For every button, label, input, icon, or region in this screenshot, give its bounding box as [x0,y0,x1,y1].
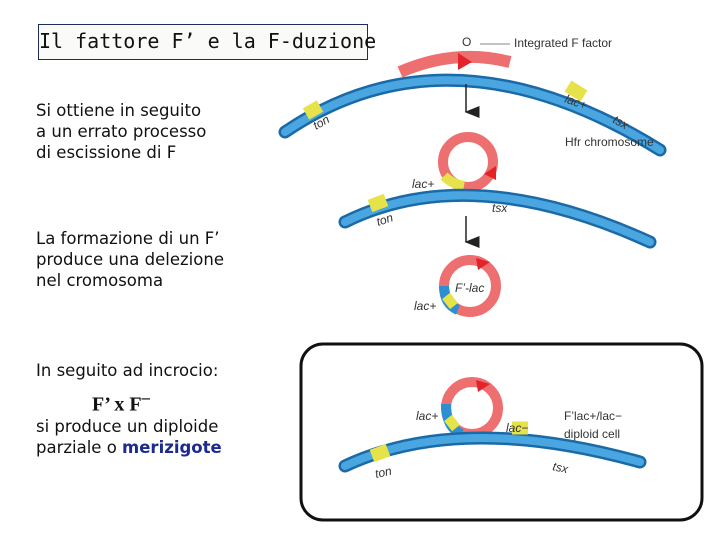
diploid-cell-label: diploid cell [564,427,620,441]
excision-loop [438,132,498,192]
paragraph-excision: Si ottiene in seguito a un errato proces… [36,101,207,162]
tsx-label-4: tsx [551,459,570,476]
paragraph-merizygote: si produce un diploide parziale o merizi… [36,416,222,458]
f-prime-lac-label: F’-lac [455,281,484,295]
chromosome-stage-2 [338,188,657,249]
paragraph-deletion: La formazione di un F’ produce una delez… [36,229,224,290]
paragraph-cross-intro: In seguito ad incrocio: [36,361,219,380]
hfr-chromosome [278,50,667,157]
merizygote-frame [299,342,704,522]
integrated-f-label: Integrated F factor [514,36,612,50]
f-prime-lac-plasmid [439,255,501,317]
slide-title: Il fattore F’ e la F-duzione [38,24,376,60]
lac-plus-label-4: lac+ [416,409,438,423]
cross-superscript: – [141,388,150,407]
ton-label-4: ton [374,464,394,481]
merizygote-lead: si produce un diploide parziale o [36,417,219,457]
lac-minus-label: lac− [506,421,528,435]
tsx-label-2: tsx [492,201,508,215]
hfr-chromosome-label: Hfr chromosome [565,135,654,149]
ton-label-2: ton [375,210,396,229]
merizygote-genotype-label: F’lac+/lac− [564,409,622,423]
lac-plus-label-2: lac+ [412,177,434,191]
lac-plus-label-3: lac+ [414,299,436,313]
merizygote-chromosome [338,421,647,473]
origin-label: O [462,35,471,49]
f-orientation-arrow [458,53,472,70]
merizygote-plasmid [441,377,503,439]
merizygote-term: merizigote [122,438,222,457]
cross-formula: F’ x F– [92,388,150,417]
cross-text: F’ x F [92,393,142,416]
